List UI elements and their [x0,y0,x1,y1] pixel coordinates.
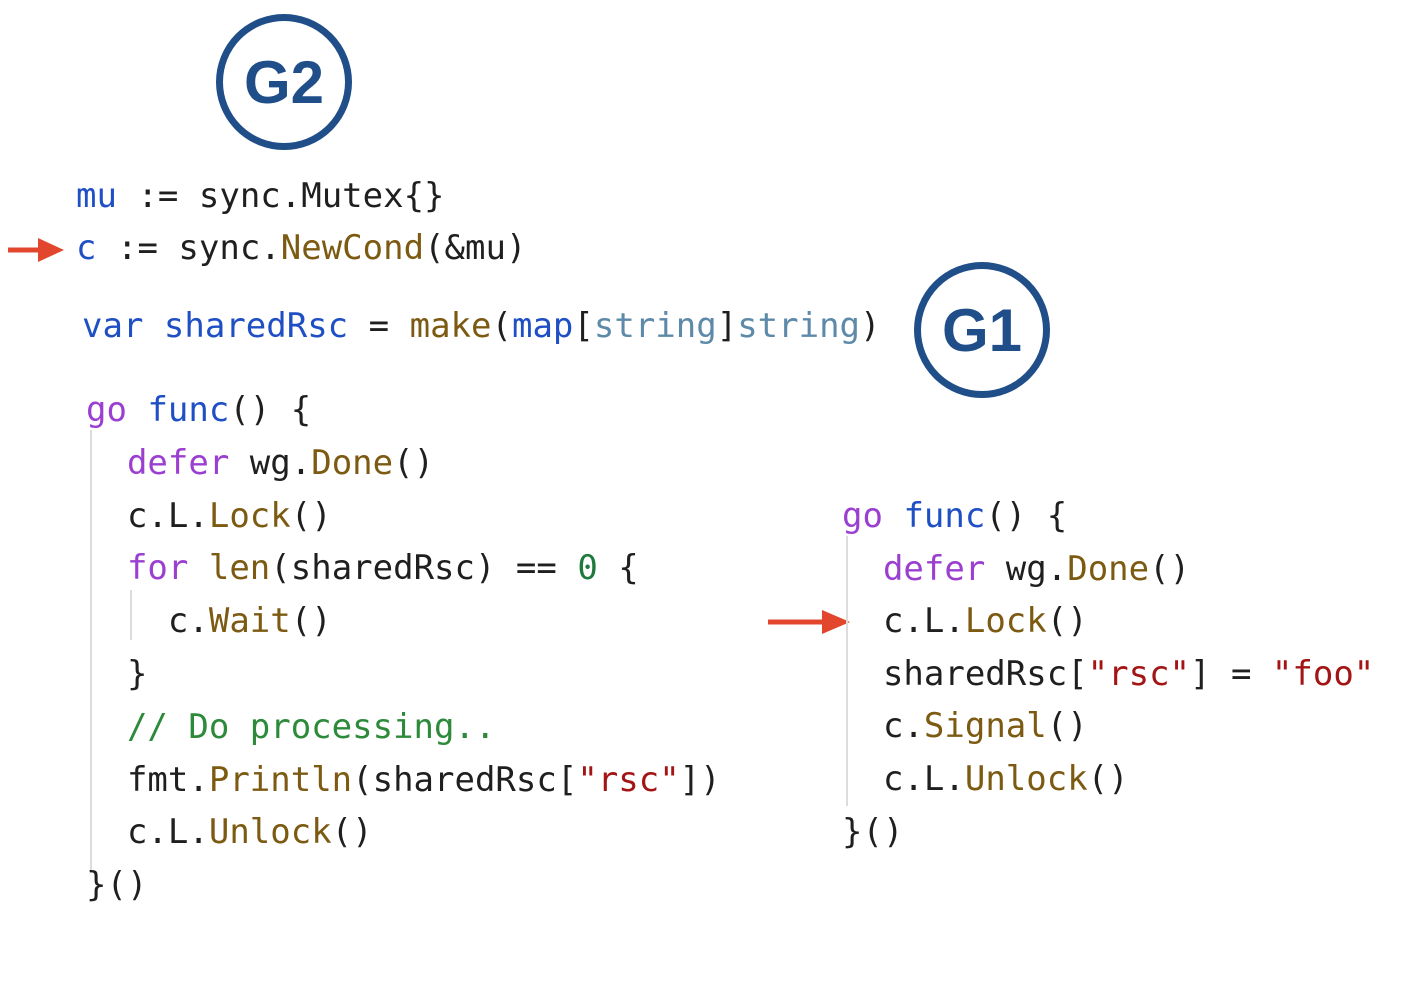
call-parens: () [290,495,332,536]
zero-literal: 0 [577,548,598,589]
mutex-type: Mutex{} [301,176,445,216]
op: := [116,228,158,268]
call-parens: () [290,601,332,642]
g2-line-defer: defer wg.Done() [127,443,434,483]
len-fn: len [208,548,271,589]
g2-line-for: for len(sharedRsc) == 0 { [127,548,639,588]
newcond-fn: NewCond [280,228,425,268]
len-args: (sharedRsc) == [270,548,578,589]
c: c. [882,706,924,747]
g1-line-lock: c.L.Lock() [883,601,1088,641]
arrow-to-newcond-icon [8,238,64,262]
func-keyword: func [147,390,230,430]
lock-fn: Lock [208,495,291,536]
call-parens: () [1046,601,1088,642]
func-keyword: func [903,496,986,536]
shared-resource-declaration: var sharedRsc = make(map[string]string) [82,306,881,346]
sharedrsc-ident: sharedRsc [163,306,349,346]
done-fn: Done [1067,548,1150,589]
string-type: string [593,306,717,346]
wg: wg. [1005,548,1068,589]
eq: = [368,306,390,346]
g2-line-lock: c.L.Lock() [127,496,332,536]
unlock-fn: Unlock [964,758,1088,799]
c: c. [167,601,209,642]
map-keyword: map [511,306,574,346]
wg: wg. [249,442,312,483]
g2-indent-guide [90,430,92,872]
func-tail: () { [985,496,1068,536]
cl: c.L. [882,601,965,642]
rsc-string: "rsc" [577,759,680,800]
foo-string: "foo" [1271,653,1375,694]
bracket: [ [573,306,594,346]
go-keyword: go [86,390,127,430]
wait-fn: Wait [208,601,291,642]
call-parens: () [1149,548,1191,589]
signal-fn: Signal [923,706,1047,747]
println-close: ]) [679,759,721,800]
brace: { [618,548,639,589]
g2-line-go: go func() { [86,390,311,430]
cond-declaration: c := sync.NewCond(&mu) [76,228,526,268]
g2-badge: G2 [216,14,352,150]
g1-badge: G1 [914,262,1050,398]
cl: c.L. [126,812,209,853]
g2-line-close: } [126,653,148,694]
g2-line-unlock: c.L.Unlock() [127,812,373,852]
g2-line-comment: // Do processing.. [126,706,496,747]
defer-keyword: defer [126,442,230,483]
defer-keyword: defer [882,548,986,589]
g1-line-unlock: c.L.Unlock() [883,759,1129,799]
for-keyword: for [126,548,189,589]
bracket: ] [716,306,738,346]
rsc-string: "rsc" [1087,653,1191,694]
call-parens: () [393,442,435,483]
g1-line-end: }() [842,811,904,852]
call-parens: () [1046,706,1088,747]
var-keyword: var [82,306,144,346]
g2-for-indent-guide [130,590,132,640]
func-tail: () { [229,390,312,430]
unlock-fn: Unlock [208,812,332,853]
sharedrsc-index: sharedRsc[ [882,653,1088,694]
g2-line-println: fmt.Println(sharedRsc["rsc"]) [127,760,721,800]
string-type: string [737,306,861,346]
c-ident: c [76,228,97,268]
done-fn: Done [311,442,394,483]
pkg: sync. [178,228,281,268]
cl: c.L. [126,495,209,536]
make-fn: make [409,306,492,346]
g2-line-end: }() [86,865,148,906]
g1-indent-guide [846,536,848,806]
lock-fn: Lock [964,601,1047,642]
args: (&mu) [424,228,527,268]
g1-line-signal: c.Signal() [883,706,1088,746]
g1-line-go: go func() { [842,496,1067,536]
g1-goroutine: go func() { defer wg.Done() c.L.Lock() s… [842,490,1374,858]
paren: ) [860,306,881,346]
arrow-to-lock-icon [768,610,850,634]
g1-line-defer: defer wg.Done() [883,549,1190,589]
op: := [137,176,179,216]
fmt: fmt. [126,759,209,800]
g2-goroutine: go func() { defer wg.Done() c.L.Lock() f… [86,384,721,912]
println-args: (sharedRsc[ [352,759,578,800]
call-parens: () [1087,758,1129,799]
g1-line-assign: sharedRsc["rsc"] = "foo" [883,654,1374,694]
cl: c.L. [882,758,965,799]
paren: ( [491,306,512,346]
call-parens: () [331,812,373,853]
println-fn: Println [208,759,353,800]
g2-line-wait: c.Wait() [168,601,332,641]
assign-op: ] = [1190,653,1272,694]
mutex-declaration: mu := sync.Mutex{} [76,176,445,216]
go-keyword: go [842,496,883,536]
pkg: sync. [198,176,302,216]
mu-ident: mu [76,176,117,216]
